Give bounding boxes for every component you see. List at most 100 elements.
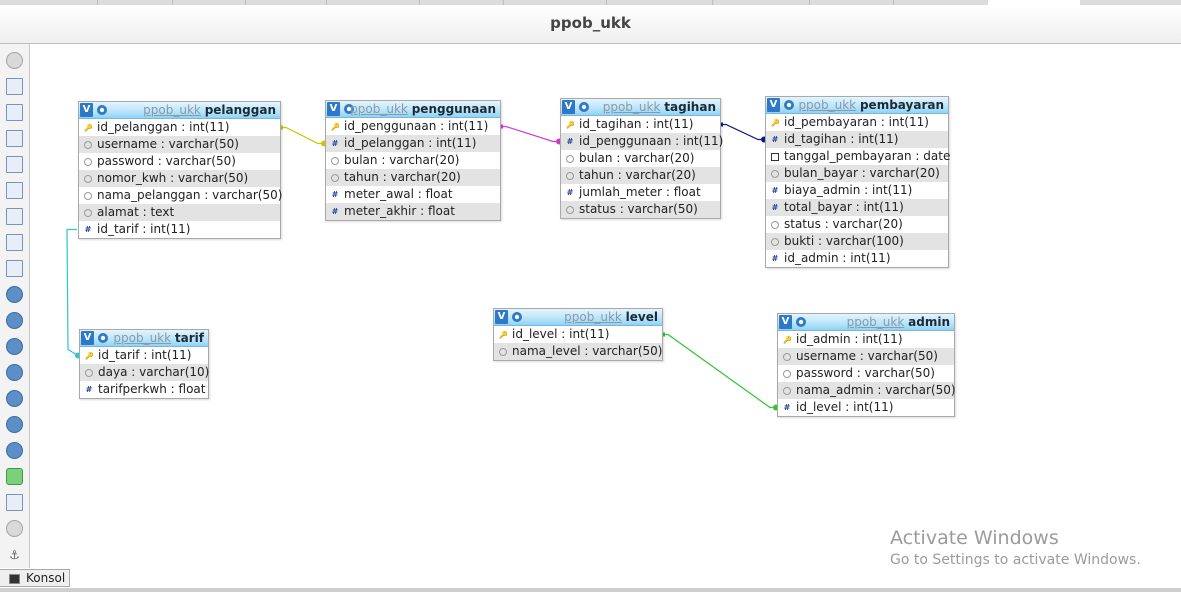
edit-pages-icon[interactable] — [6, 130, 23, 147]
table-column-row[interactable]: alamat : text — [79, 204, 280, 221]
toggle-all-icon[interactable] — [6, 416, 23, 433]
table-column-row[interactable]: id_penggunaan : int(11) — [326, 118, 500, 135]
gear-icon[interactable] — [795, 316, 807, 328]
table-column-row[interactable]: id_pelanggan : int(11) — [326, 135, 500, 152]
collapse-toggle-icon[interactable]: V — [562, 100, 575, 114]
table-column-row[interactable]: status : varchar(20) — [766, 216, 948, 233]
gear-icon[interactable] — [783, 99, 795, 111]
save-as-icon[interactable] — [6, 182, 23, 199]
gear-icon[interactable] — [97, 332, 109, 344]
table-column-row[interactable]: tahun : varchar(20) — [561, 167, 720, 184]
add-page-icon[interactable] — [6, 104, 23, 121]
table-column-row[interactable]: password : varchar(50) — [79, 153, 280, 170]
table-column-row[interactable]: password : varchar(50) — [778, 365, 954, 382]
table-column-row[interactable]: tarifperkwh : float — [80, 381, 208, 398]
table-column-row[interactable]: id_pembayaran : int(11) — [766, 114, 948, 131]
table-column-row[interactable]: tahun : varchar(20) — [326, 169, 500, 186]
table-column-row[interactable]: nama_admin : varchar(50) — [778, 382, 956, 399]
table-column-row[interactable]: nama_level : varchar(50) — [494, 343, 662, 360]
relation-icon[interactable] — [6, 260, 23, 277]
table-column-row[interactable]: bulan : varchar(20) — [561, 150, 720, 167]
table-column-row[interactable]: id_tarif : int(11) — [79, 221, 280, 238]
gear-icon[interactable] — [511, 311, 523, 323]
table-title[interactable]: ppob_ukk admin — [847, 314, 950, 330]
toggle-relation-lines-icon[interactable] — [6, 312, 23, 329]
toggle-icon[interactable] — [6, 52, 23, 69]
move-menu-icon[interactable] — [6, 520, 23, 537]
relation-line[interactable] — [280, 126, 324, 145]
table-column-row[interactable]: username : varchar(50) — [778, 348, 954, 365]
relation-line[interactable] — [720, 123, 764, 141]
table-column-row[interactable]: id_admin : int(11) — [778, 331, 954, 348]
collapse-toggle-icon[interactable]: V — [81, 331, 94, 345]
table-column-row[interactable]: id_level : int(11) — [494, 326, 662, 343]
toggle-column-icon[interactable] — [6, 468, 23, 485]
save-icon[interactable] — [6, 156, 23, 173]
collapse-toggle-icon[interactable]: V — [327, 102, 340, 116]
gear-icon[interactable] — [96, 104, 108, 116]
collapse-toggle-icon[interactable]: V — [495, 310, 508, 324]
table-column-row[interactable]: meter_awal : float — [326, 186, 500, 203]
toggle-selection-icon[interactable] — [6, 442, 23, 459]
gear-icon[interactable] — [343, 103, 355, 115]
fullscreen-icon[interactable] — [6, 78, 23, 95]
relation-line[interactable] — [66, 228, 79, 357]
table-column-row[interactable]: bulan_bayar : varchar(20) — [766, 165, 948, 182]
collapse-toggle-icon[interactable]: V — [80, 103, 93, 117]
table-column-row[interactable]: bukti : varchar(100) — [766, 233, 948, 250]
angular-links-icon[interactable] — [6, 364, 23, 381]
console-button[interactable]: Konsol — [0, 569, 70, 587]
snap-to-grid-icon[interactable] — [6, 390, 23, 407]
table-column-row[interactable]: bulan : varchar(20) — [326, 152, 500, 169]
table-title[interactable]: ppob_ukk pelanggan — [143, 102, 276, 118]
relation-line[interactable] — [662, 333, 776, 409]
table-title[interactable]: ppob_ukk pembayaran — [798, 97, 944, 113]
table-column-row[interactable]: username : varchar(50) — [79, 136, 280, 153]
table-column-row[interactable]: total_bayar : int(11) — [766, 199, 948, 216]
table-column-row[interactable]: jumlah_meter : float — [561, 184, 720, 201]
export-icon[interactable] — [6, 234, 23, 251]
toggle-small-big-icon[interactable] — [6, 286, 23, 303]
table-column-row[interactable]: meter_akhir : float — [326, 203, 500, 220]
table-column-row[interactable]: id_admin : int(11) — [766, 250, 948, 267]
table-column-row[interactable]: id_penggunaan : int(11) — [561, 133, 723, 150]
collapse-toggle-icon[interactable]: V — [779, 315, 792, 329]
pin-text-icon[interactable]: ⚓ — [9, 547, 20, 562]
table-column-row[interactable]: nomor_kwh : varchar(50) — [79, 170, 280, 187]
table-column-row[interactable]: id_level : int(11) — [778, 399, 954, 416]
gear-icon[interactable] — [578, 101, 590, 113]
table-column-row[interactable]: id_tagihan : int(11) — [561, 116, 720, 133]
table-column-row[interactable]: status : varchar(50) — [561, 201, 720, 218]
table-column-row[interactable]: id_pelanggan : int(11) — [79, 119, 280, 136]
table-title[interactable]: ppob_ukk level — [564, 309, 658, 325]
table-column-row[interactable]: biaya_admin : int(11) — [766, 182, 948, 199]
collapse-toggle-icon[interactable]: V — [767, 98, 780, 112]
table-column-row[interactable]: tanggal_pembayaran : date — [766, 148, 950, 165]
table-column-row[interactable]: nama_pelanggan : varchar(50) — [79, 187, 282, 204]
build-query-icon[interactable] — [6, 494, 23, 511]
table-title[interactable]: ppob_ukk penggunaan — [350, 101, 496, 117]
table-column-row[interactable]: id_tagihan : int(11) — [766, 131, 948, 148]
relation-line[interactable] — [500, 125, 559, 143]
table-title[interactable]: ppob_ukk tagihan — [603, 99, 716, 115]
help-icon[interactable] — [6, 338, 23, 355]
bottom-scrollbar[interactable] — [0, 588, 1181, 592]
table-column-row[interactable]: id_tarif : int(11) — [80, 347, 208, 364]
table-title[interactable]: ppob_ukk tarif — [113, 330, 204, 346]
table-column-row[interactable]: daya : varchar(10) — [80, 364, 209, 381]
